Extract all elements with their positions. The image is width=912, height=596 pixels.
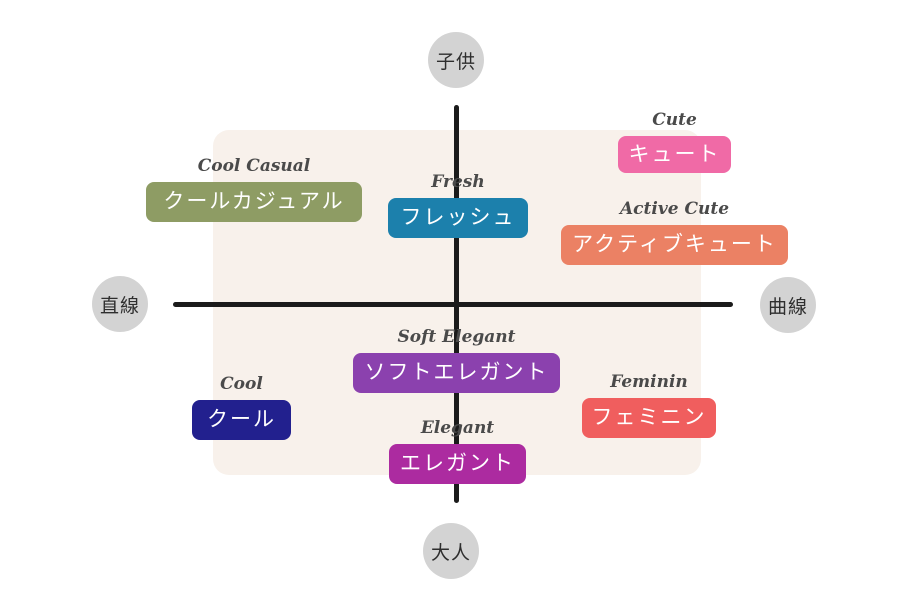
cool-casual-english-label: Cool Casual	[197, 156, 311, 176]
cool-casual-box: クールカジュアル	[146, 182, 362, 222]
axis-endpoint-child-label: 子供	[435, 51, 476, 73]
axis-endpoint-child: 子供	[428, 32, 484, 88]
horizontal-axis-line	[173, 302, 733, 307]
style-item-cute: Cute キュート	[618, 110, 731, 173]
cute-english-label: Cute	[652, 110, 697, 130]
active-cute-box: アクティブキュート	[561, 225, 788, 265]
axis-endpoint-curved: 曲線	[760, 277, 816, 333]
axis-endpoint-adult-label: 大人	[430, 542, 471, 564]
axis-endpoint-curved-label: 曲線	[767, 296, 808, 318]
cool-box: クール	[192, 400, 291, 440]
cool-english-label: Cool	[220, 374, 263, 394]
soft-elegant-box: ソフトエレガント	[353, 353, 560, 393]
style-item-cool: Cool クール	[192, 374, 291, 440]
cute-box: キュート	[618, 136, 731, 173]
style-item-elegant: Elegant エレガント	[389, 418, 526, 484]
axis-endpoint-straight-label: 直線	[99, 295, 140, 317]
style-item-soft-elegant: Soft Elegant ソフトエレガント	[353, 327, 560, 393]
axis-endpoint-adult: 大人	[423, 523, 479, 579]
fresh-english-label: Fresh	[431, 172, 485, 192]
feminin-box: フェミニン	[582, 398, 716, 438]
elegant-english-label: Elegant	[420, 418, 495, 438]
elegant-box: エレガント	[389, 444, 526, 484]
style-item-cool-casual: Cool Casual クールカジュアル	[146, 156, 362, 222]
style-item-feminin: Feminin フェミニン	[582, 372, 716, 438]
soft-elegant-english-label: Soft Elegant	[397, 327, 516, 347]
style-item-active-cute: Active Cute アクティブキュート	[561, 199, 788, 265]
fresh-box: フレッシュ	[388, 198, 528, 238]
active-cute-english-label: Active Cute	[619, 199, 730, 219]
feminin-english-label: Feminin	[610, 372, 688, 392]
axis-endpoint-straight: 直線	[92, 276, 148, 332]
style-item-fresh: Fresh フレッシュ	[388, 172, 528, 238]
